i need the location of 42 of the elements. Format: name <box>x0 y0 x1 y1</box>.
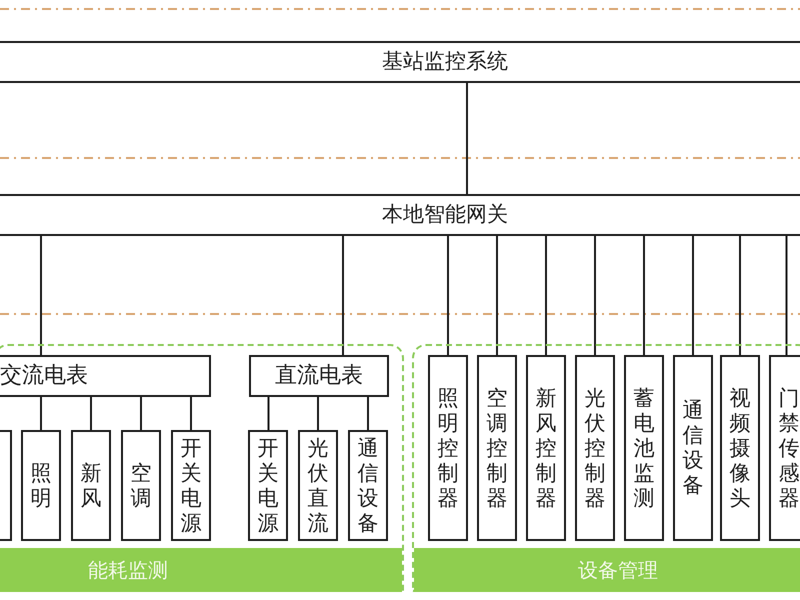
device-box: 通信设备 <box>673 355 713 541</box>
group-outline <box>412 344 800 592</box>
device-box: 照明 <box>21 430 61 541</box>
connector-line <box>140 397 142 430</box>
connector-line <box>739 236 741 355</box>
connector-line <box>594 236 596 355</box>
connector-line <box>90 397 92 430</box>
meter-box: 直流电表 <box>249 355 389 397</box>
device-box: 新风 <box>71 430 111 541</box>
connector-line <box>317 397 319 430</box>
connector-line <box>496 236 498 355</box>
connector-line <box>190 397 192 430</box>
device-box: 空调控制器 <box>477 355 517 541</box>
device-box: 光伏直流 <box>298 430 338 541</box>
device-box: 开关电源 <box>171 430 211 541</box>
connector-line <box>40 397 42 430</box>
device-box: 开关电源 <box>248 430 288 541</box>
connector-line <box>643 236 645 355</box>
connector-line <box>40 236 42 355</box>
connector-line <box>447 236 449 355</box>
system-box: 基站监控系统 <box>0 41 800 83</box>
device-box: 门禁传感器 <box>769 355 800 541</box>
group-label-band: 设备管理 <box>414 548 800 592</box>
meter-box: 交流电表 <box>0 355 211 397</box>
device-box: 光伏控制器 <box>575 355 615 541</box>
device-box: 视频摄像头 <box>720 355 760 541</box>
gateway-box: 本地智能网关 <box>0 194 800 236</box>
group-outline <box>0 344 404 592</box>
device-box: 通信设备 <box>348 430 388 541</box>
device-box: 蓄电池监测 <box>624 355 664 541</box>
device-box: 照明控制器 <box>428 355 468 541</box>
connector-line <box>545 236 547 355</box>
group-label-band: 能耗监测 <box>0 548 402 592</box>
connector-line <box>786 236 788 355</box>
device-box <box>0 430 12 541</box>
connector-line <box>692 236 694 355</box>
device-box: 新风控制器 <box>526 355 566 541</box>
device-box: 空调 <box>121 430 161 541</box>
connector-line <box>268 397 270 430</box>
connector-line <box>342 236 344 355</box>
connector-line <box>466 83 468 194</box>
connector-line <box>367 397 369 430</box>
